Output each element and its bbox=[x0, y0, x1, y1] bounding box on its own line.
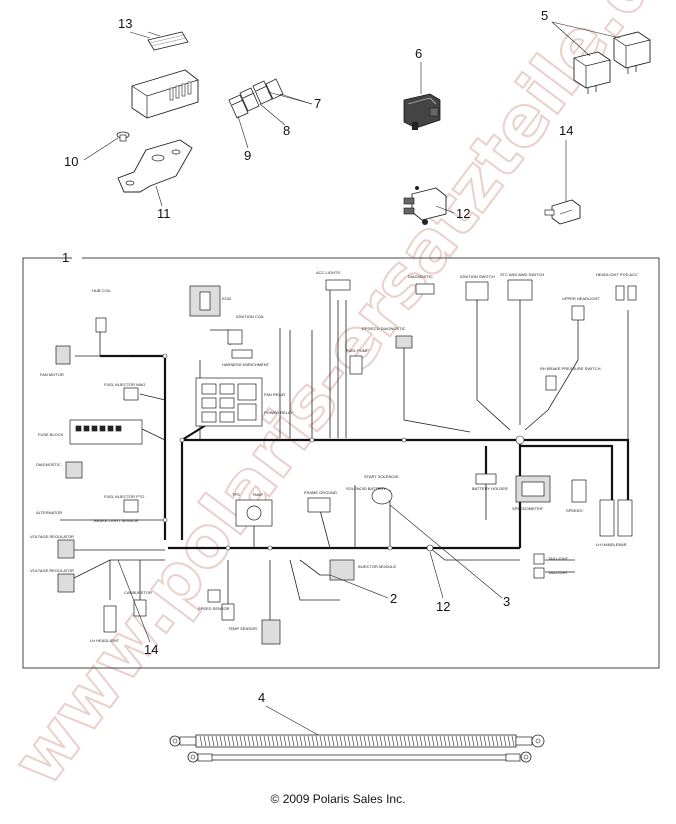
label-rh-brake-pressure: RH BRAKE PRESSURE SWITCH bbox=[540, 366, 601, 371]
bracket-part-11 bbox=[117, 139, 193, 193]
label-injector-module: INJECTOR MODULE bbox=[358, 564, 396, 569]
label-taillight-1: TAILLIGHT bbox=[548, 556, 568, 561]
callout-7: 7 bbox=[314, 96, 321, 111]
label-fuel-pump: FUEL PUMP bbox=[346, 348, 369, 353]
label-power-relay: POWER RELAY bbox=[264, 410, 293, 415]
connector-blocks bbox=[55, 279, 637, 645]
callout-11: 11 bbox=[157, 206, 171, 221]
label-tps: TPS bbox=[232, 492, 240, 497]
part-13-label bbox=[147, 31, 189, 51]
label-speedo: SPEEDO bbox=[566, 508, 583, 513]
harness-branches bbox=[60, 290, 629, 640]
switch-part-12 bbox=[403, 186, 447, 225]
relay-pair-part-5 bbox=[573, 31, 651, 94]
label-harness-enrichment: HARNESS ENRICHMENT bbox=[222, 362, 270, 367]
junction-points bbox=[162, 353, 525, 552]
label-battery-holder: BATTERY HOLDER bbox=[472, 486, 508, 491]
battery-cable-part-4: 4 bbox=[169, 690, 545, 763]
label-voltage-regulator-1: VOLTAGE REGULATOR bbox=[30, 534, 74, 539]
callout-10: 10 bbox=[64, 154, 78, 169]
label-fuel-injector-mag: FUEL INJECTOR MAG bbox=[104, 382, 145, 387]
label-eps-diagnostic: EPS/ECU DIAGNOSTIC bbox=[362, 326, 406, 331]
label-voltage-regulator-2: VOLTAGE REGULATOR bbox=[30, 568, 74, 573]
fuse-set-7-8-9 bbox=[228, 78, 284, 119]
label-stc-awd-switch: STC AND AWD SWITCH bbox=[500, 272, 544, 277]
label-fuel-injector-pto: FUEL INJECTOR PTO bbox=[104, 494, 144, 499]
callout-14-frame: 14 bbox=[144, 642, 158, 657]
callout-1: 1 bbox=[62, 250, 69, 265]
label-diagnostic-top: DIAGNOSTIC bbox=[408, 274, 433, 279]
label-fuse-block: FUSE BLOCK bbox=[38, 432, 64, 437]
label-upper-headlight: UPPER HEADLIGHT bbox=[562, 296, 600, 301]
callout-14-top: 14 bbox=[559, 123, 573, 138]
label-hub-coil: HUB COIL bbox=[92, 288, 112, 293]
label-speedometer: SPEEDOMETER bbox=[512, 506, 543, 511]
copyright-notice: © 2009 Polaris Sales Inc. bbox=[270, 792, 406, 806]
label-ignition-switch: IGNITION SWITCH bbox=[460, 274, 495, 279]
callout-3: 3 bbox=[503, 594, 510, 609]
label-fan-relay: FAN RELAY bbox=[264, 392, 286, 397]
callout-8: 8 bbox=[283, 123, 290, 138]
screw-part-10 bbox=[116, 131, 130, 142]
component-labels: HUB COIL FAN MOTOR FUEL INJECTOR MAG FUS… bbox=[30, 270, 638, 643]
callout-13: 13 bbox=[118, 16, 132, 31]
callout-2: 2 bbox=[390, 591, 397, 606]
label-diagnostic: DIAGNOSTIC bbox=[36, 462, 61, 467]
connector-part-6 bbox=[403, 93, 441, 130]
label-fan-motor: FAN MOTOR bbox=[40, 372, 64, 377]
label-ecm: ECM bbox=[222, 296, 231, 301]
callout-9: 9 bbox=[244, 148, 251, 163]
label-speed-sensor: SPEED SENSOR bbox=[198, 606, 230, 611]
label-carb: CARBURETOR bbox=[124, 590, 152, 595]
label-acc-lights: ACC LIGHTS bbox=[316, 270, 340, 275]
label-start-solenoid: START SOLENOID bbox=[364, 474, 399, 479]
label-lh-headlight: LH HEADLIGHT bbox=[90, 638, 120, 643]
fuse-box-cover bbox=[131, 69, 199, 119]
label-frame-ground: FRAME GROUND bbox=[304, 490, 337, 495]
label-headlight-pod-acc: HEADLIGHT POD ACC bbox=[596, 272, 638, 277]
label-alternator: ALTERNATOR bbox=[36, 510, 62, 515]
callout-12-top: 12 bbox=[456, 206, 470, 221]
callout-4: 4 bbox=[258, 690, 265, 705]
label-temp-sensor: TEMP SENSOR bbox=[228, 626, 257, 631]
callout-12-frame: 12 bbox=[436, 599, 450, 614]
label-taillight-2: TAILLIGHT bbox=[548, 570, 568, 575]
fuse-part-14 bbox=[544, 199, 581, 225]
label-brake-light-sensor: BRAKE LIGHT SENSOR bbox=[94, 518, 138, 523]
label-lh-handlebar: LH HANDLEBAR bbox=[596, 542, 627, 547]
callout-labels-frame: 2 3 12 14 bbox=[117, 504, 510, 657]
callout-labels-top: 13 5 6 7 8 9 10 11 12 14 bbox=[64, 8, 621, 221]
label-solenoid-battery: SOLENOID BATTERY bbox=[346, 486, 386, 491]
label-tmap: TMAP bbox=[252, 492, 263, 497]
harness-frame bbox=[22, 257, 660, 669]
label-ignition-coil: IGNITION COIL bbox=[236, 314, 265, 319]
callout-6: 6 bbox=[415, 46, 422, 61]
callout-5: 5 bbox=[541, 8, 548, 23]
